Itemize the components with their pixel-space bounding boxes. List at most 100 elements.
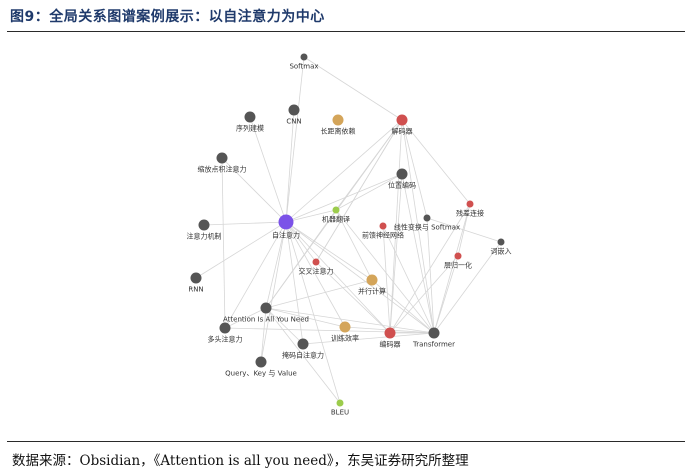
node-decoder[interactable]: 解码器: [392, 114, 413, 136]
edge-self-attn-paper: [265, 221, 287, 309]
node-embedding[interactable]: 词嵌入: [491, 238, 512, 256]
node-label-pos-enc: 位置编码: [388, 181, 416, 190]
edge-ffn-encoder: [382, 225, 391, 334]
edge-efficiency-paper: [265, 307, 346, 328]
node-label-transformer: Transformer: [412, 341, 455, 349]
node-paper[interactable]: Attention Is All You Need: [223, 302, 309, 324]
edge-mt-paper: [265, 209, 337, 309]
edge-self-attn-parallel: [285, 221, 373, 281]
node-transformer[interactable]: Transformer: [412, 327, 455, 349]
node-label-ffn: 前馈神经网络: [362, 231, 404, 240]
node-ffn[interactable]: 前馈神经网络: [362, 222, 404, 240]
node-label-layernorm: 层归一化: [444, 261, 472, 270]
node-softmax[interactable]: Softmax: [289, 53, 319, 71]
node-label-dot-attn: 缩放点积注意力: [198, 165, 247, 174]
node-dot-masked-attn[interactable]: [297, 338, 309, 350]
node-qkv[interactable]: Query、Key 与 Value: [225, 356, 297, 378]
edge-layernorm-transformer: [433, 255, 459, 334]
node-long-dep[interactable]: 长距离依赖: [321, 114, 356, 136]
node-label-residual: 残差连接: [456, 209, 484, 218]
node-dot-linear-softmax[interactable]: [423, 214, 431, 222]
node-dot-bleu[interactable]: [336, 399, 344, 407]
node-dot-cross-attn[interactable]: [312, 258, 320, 266]
edge-self-attn-decoder: [285, 119, 403, 223]
edge-cross-attn-encoder: [315, 261, 391, 334]
node-rnn[interactable]: RNN: [188, 272, 204, 294]
edge-decoder-transformer: [401, 119, 435, 334]
node-label-efficiency: 训练效率: [331, 334, 359, 343]
node-dot-cnn[interactable]: [288, 104, 300, 116]
edge-self-attn-encoder: [285, 221, 391, 334]
node-dot-embedding[interactable]: [497, 238, 505, 246]
edge-mt-transformer: [335, 209, 435, 334]
source-note: 数据来源：Obsidian，《Attention is all you need…: [12, 453, 469, 469]
edge-self-attn-efficiency: [285, 221, 346, 328]
edge-self-attn-masked-attn: [285, 221, 304, 345]
edge-parallel-transformer: [371, 279, 435, 334]
node-encoder[interactable]: 编码器: [380, 327, 401, 349]
node-dot-qkv[interactable]: [255, 356, 267, 368]
node-dot-attn-mech[interactable]: [198, 219, 210, 231]
node-dot-softmax[interactable]: [300, 53, 308, 61]
top-divider: [7, 31, 685, 32]
node-dot-seq-model[interactable]: [244, 111, 256, 123]
node-label-mt: 机器翻译: [322, 215, 350, 224]
node-linear-softmax[interactable]: 线性变换与 Softmax: [394, 214, 460, 232]
node-label-cnn: CNN: [286, 118, 301, 126]
node-label-long-dep: 长距离依赖: [321, 127, 356, 136]
node-label-linear-softmax: 线性变换与 Softmax: [394, 223, 460, 232]
node-label-cross-attn: 交叉注意力: [299, 267, 334, 276]
figure-title: 图9：全局关系图谱案例展示：以自注意力为中心: [10, 9, 325, 25]
edge-decoder-linear-softmax: [401, 119, 428, 219]
node-dot-decoder[interactable]: [396, 114, 408, 126]
node-mt[interactable]: 机器翻译: [322, 206, 350, 224]
node-dot-pos-enc[interactable]: [396, 168, 408, 180]
edge-mt-parallel: [335, 209, 373, 281]
node-seq-model[interactable]: 序列建模: [236, 111, 264, 133]
node-residual[interactable]: 残差连接: [456, 200, 484, 218]
node-pos-enc[interactable]: 位置编码: [388, 168, 416, 190]
node-dot-long-dep[interactable]: [332, 114, 344, 126]
node-multihead[interactable]: 多头注意力: [208, 322, 243, 344]
node-dot-dot-attn[interactable]: [216, 152, 228, 164]
node-dot-multihead[interactable]: [219, 322, 231, 334]
edge-qkv-paper: [260, 307, 267, 363]
node-efficiency[interactable]: 训练效率: [331, 321, 359, 343]
node-cnn[interactable]: CNN: [286, 104, 302, 126]
node-dot-encoder[interactable]: [384, 327, 396, 339]
node-dot-paper[interactable]: [260, 302, 272, 314]
node-label-self-attn: 自注意力: [272, 231, 300, 240]
node-label-decoder: 解码器: [392, 127, 413, 136]
edge-self-attn-cross-attn: [285, 221, 317, 263]
node-masked-attn[interactable]: 掩码自注意力: [282, 338, 324, 360]
node-dot-efficiency[interactable]: [339, 321, 351, 333]
edge-self-attn-cnn: [285, 109, 295, 223]
node-label-parallel: 并行计算: [358, 287, 386, 296]
graph-nodes: SoftmaxCNN 序列建模长距离依赖 解码器缩放点积注意力位置编码机器翻译 残差连…: [187, 53, 512, 417]
node-attn-mech[interactable]: 注意力机制: [187, 219, 222, 241]
node-dot-layernorm[interactable]: [454, 252, 462, 260]
edge-self-attn-dot-attn: [221, 157, 287, 223]
node-label-softmax: Softmax: [289, 63, 318, 71]
node-dot-ffn[interactable]: [379, 222, 387, 230]
node-dot-parallel[interactable]: [366, 274, 378, 286]
node-bleu[interactable]: BLEU: [331, 399, 349, 417]
bottom-divider: [7, 441, 685, 442]
node-dot-residual[interactable]: [466, 200, 474, 208]
node-dot-mt[interactable]: [332, 206, 340, 214]
edge-self-attn-multihead: [224, 221, 287, 329]
node-self-attn[interactable]: 自注意力: [272, 214, 300, 240]
edge-paper-multihead: [224, 307, 267, 329]
edge-cross-attn-decoder: [315, 119, 403, 263]
node-dot-transformer[interactable]: [428, 327, 440, 339]
node-dot-attn[interactable]: 缩放点积注意力: [198, 152, 247, 174]
node-parallel[interactable]: 并行计算: [358, 274, 386, 296]
node-cross-attn[interactable]: 交叉注意力: [299, 258, 334, 276]
edge-linear-softmax-transformer: [426, 217, 435, 334]
node-layernorm[interactable]: 层归一化: [444, 252, 472, 270]
node-dot-self-attn[interactable]: [278, 214, 294, 230]
edge-residual-transformer: [433, 203, 471, 334]
node-dot-rnn[interactable]: [190, 272, 202, 284]
edge-self-attn-transformer: [285, 221, 435, 334]
